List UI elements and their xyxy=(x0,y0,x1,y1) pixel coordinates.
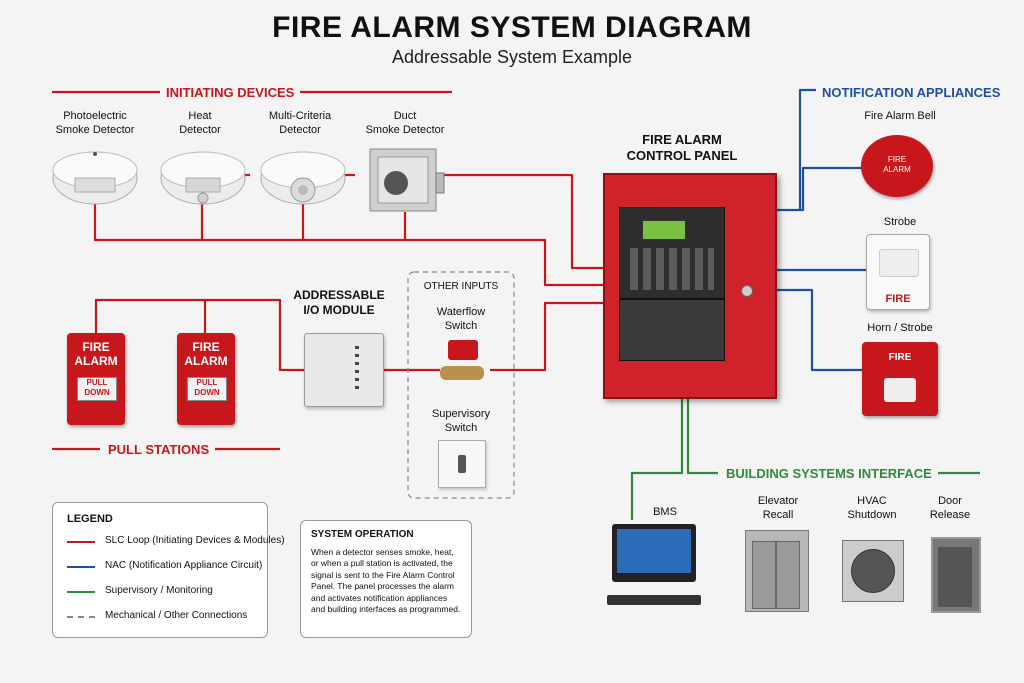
notification-section-title: NOTIFICATION APPLIANCES xyxy=(816,85,1007,100)
heat-detector-label: Heat Detector xyxy=(179,110,221,136)
strobe-lens xyxy=(879,249,919,277)
detector-icons xyxy=(52,148,445,212)
duct-detector-icon xyxy=(369,148,445,212)
supervisory-wire-bms xyxy=(630,398,684,520)
pull-station-1[interactable]: FIRE ALARM PULL DOWN xyxy=(67,333,125,425)
door-icon xyxy=(931,537,981,613)
horn-strobe-text: FIRE xyxy=(888,352,912,363)
slc-wire-detector-drops xyxy=(200,200,407,240)
fire-alarm-control-panel[interactable] xyxy=(603,173,777,399)
panel-lock-icon[interactable] xyxy=(741,285,753,297)
other-inputs-box xyxy=(407,271,515,499)
legend-line-slc xyxy=(67,541,95,543)
other-inputs-title: OTHER INPUTS xyxy=(423,281,499,292)
page-title: FIRE ALARM SYSTEM DIAGRAM xyxy=(272,11,752,44)
horn-strobe-label: Horn / Strobe xyxy=(867,322,933,334)
pull-section-title: PULL STATIONS xyxy=(102,442,216,457)
pull-station-2[interactable]: FIRE ALARM PULL DOWN xyxy=(177,333,235,425)
page-subtitle: Addressable System Example xyxy=(391,47,633,67)
waterflow-switch-label: Waterflow Switch xyxy=(436,306,486,332)
panel-keypad[interactable] xyxy=(630,248,714,290)
pull-station-1-handle[interactable]: PULL DOWN xyxy=(77,377,117,401)
legend-label-slc: SLC Loop (Initiating Devices & Modules) xyxy=(105,535,285,546)
system-operation-text: When a detector senses smoke, heat, or w… xyxy=(311,547,461,615)
photoelectric-detector-icon xyxy=(52,151,138,205)
system-operation-box: SYSTEM OPERATION When a detector senses … xyxy=(300,520,472,638)
fire-alarm-bell-icon: FIRE ALARM xyxy=(861,135,933,197)
waterflow-switch-icon xyxy=(440,340,484,386)
nac-wire-bell xyxy=(776,88,862,212)
duct-detector-label: Duct Smoke Detector xyxy=(365,110,445,136)
legend-label-supervisory: Supervisory / Monitoring xyxy=(105,585,213,596)
nac-wire-horn xyxy=(776,288,862,372)
legend-title: LEGEND xyxy=(67,513,113,525)
bell-text: FIRE ALARM xyxy=(883,155,911,175)
multi-criteria-detector-label: Multi-Criteria Detector xyxy=(268,110,332,136)
bms-computer-icon xyxy=(612,524,696,582)
multi-criteria-detector-icon xyxy=(260,151,346,205)
horn-strobe-lens xyxy=(884,378,916,402)
strobe-text: FIRE xyxy=(885,293,911,305)
photoelectric-detector-label: Photoelectric Smoke Detector xyxy=(55,110,135,136)
hvac-fan-icon xyxy=(842,540,904,602)
legend-line-supervisory xyxy=(67,591,95,593)
strobe-icon: FIRE xyxy=(866,234,930,310)
bms-keyboard-icon xyxy=(607,595,701,605)
hvac-shutdown-label: HVAC Shutdown xyxy=(847,495,897,521)
supervisory-switch-icon xyxy=(438,440,486,488)
elevator-recall-label: Elevator Recall xyxy=(757,495,799,521)
legend-line-mechanical xyxy=(67,616,95,618)
panel-lower-window xyxy=(619,299,725,361)
panel-display-area xyxy=(619,207,725,299)
control-panel-label: FIRE ALARM CONTROL PANEL xyxy=(626,132,738,164)
panel-lcd-screen xyxy=(642,220,686,240)
pull-station-2-handle[interactable]: PULL DOWN xyxy=(187,377,227,401)
io-module-leds xyxy=(355,346,359,394)
legend-box: LEGEND SLC Loop (Initiating Devices & Mo… xyxy=(52,502,285,638)
initiating-section-title: INITIATING DEVICES xyxy=(160,85,301,100)
io-module-icon xyxy=(304,333,384,407)
system-operation-title: SYSTEM OPERATION xyxy=(311,529,414,540)
slc-wire-detectors-bottom xyxy=(93,195,604,287)
pull-station-1-text: FIRE ALARM xyxy=(74,340,118,368)
legend-label-mechanical: Mechanical / Other Connections xyxy=(105,610,248,621)
horn-strobe-icon: FIRE xyxy=(862,342,938,416)
pull-station-2-text: FIRE ALARM xyxy=(184,340,228,368)
bms-label: BMS xyxy=(653,506,677,518)
building-section-title: BUILDING SYSTEMS INTERFACE xyxy=(720,466,938,481)
slc-wire-pull-stations xyxy=(94,298,304,372)
strobe-label: Strobe xyxy=(883,216,917,228)
heat-detector-icon xyxy=(160,151,246,205)
bell-label: Fire Alarm Bell xyxy=(864,110,936,122)
io-module-label: ADDRESSABLE I/O MODULE xyxy=(293,288,385,317)
legend-line-nac xyxy=(67,566,95,568)
supervisory-switch-label: Supervisory Switch xyxy=(431,408,491,434)
door-release-label: Door Release xyxy=(929,495,971,521)
slc-wire-io-module xyxy=(382,301,604,372)
elevator-icon xyxy=(745,530,809,612)
legend-label-nac: NAC (Notification Appliance Circuit) xyxy=(105,560,263,571)
